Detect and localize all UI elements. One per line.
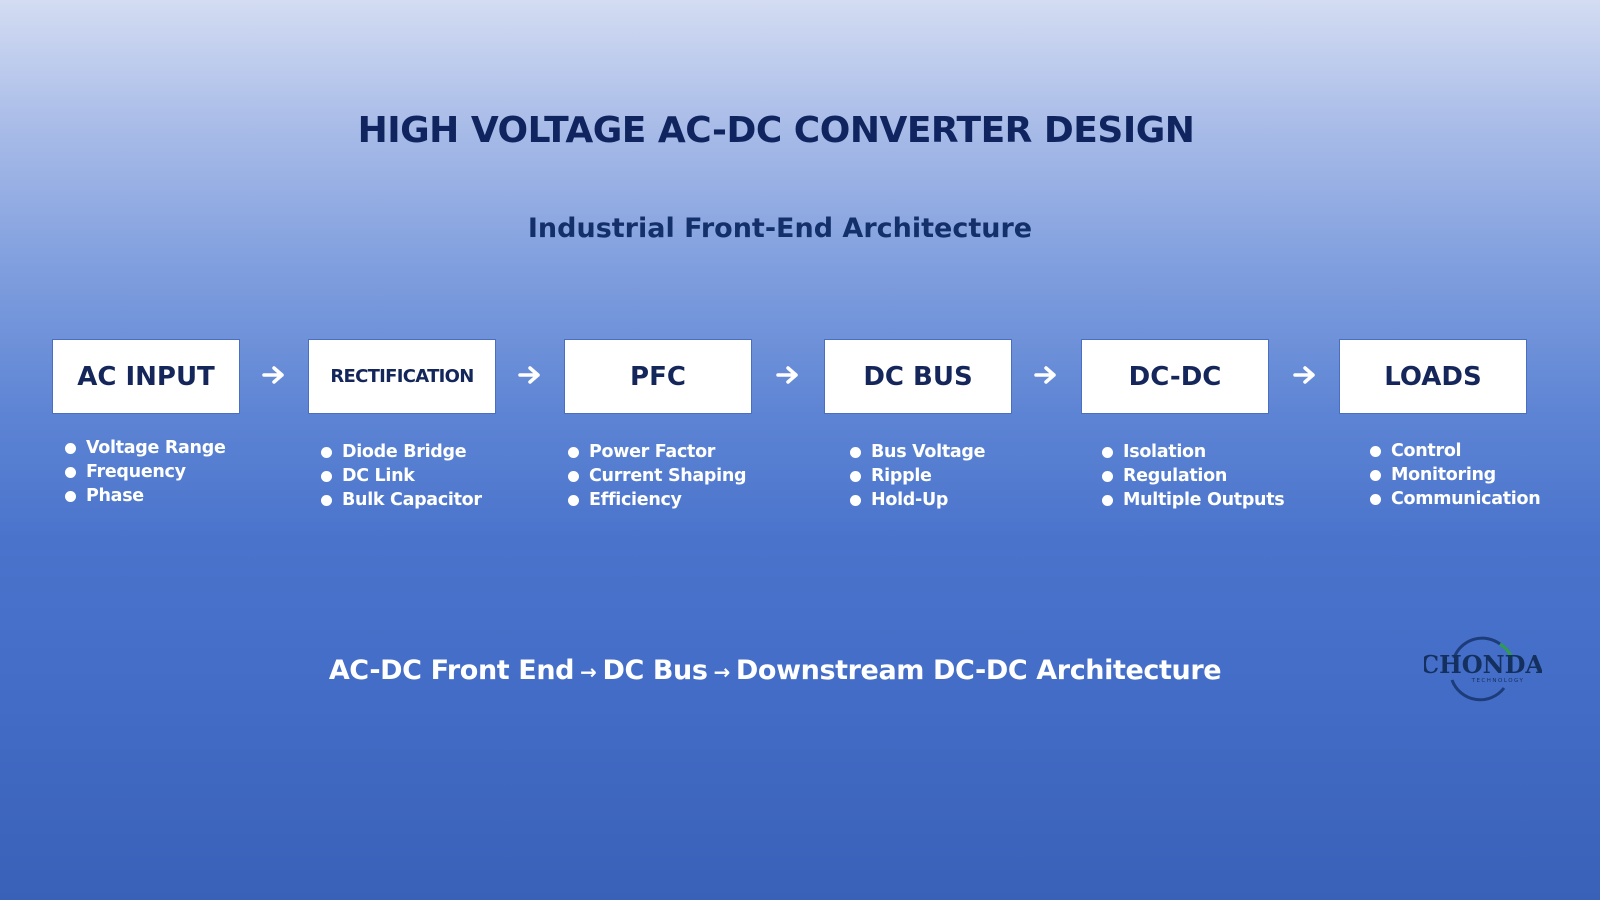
- list-item: Communication: [1370, 487, 1541, 511]
- flow-arrow-icon: [518, 366, 540, 384]
- flow-arrow-icon: [776, 366, 798, 384]
- svg-text:CHONDA: CHONDA: [1424, 650, 1542, 679]
- stage-box-pfc: PFC: [564, 339, 752, 414]
- stage-box-loads: LOADS: [1339, 339, 1527, 414]
- bullet-dot-icon: [1102, 471, 1113, 482]
- bullet-dot-icon: [1370, 470, 1381, 481]
- stage-bullets-dc-dc: Isolation Regulation Multiple Outputs: [1102, 440, 1285, 512]
- bullet-dot-icon: [1370, 494, 1381, 505]
- bullet-dot-icon: [1370, 446, 1381, 457]
- list-item: Power Factor: [568, 440, 746, 464]
- bullet-dot-icon: [568, 495, 579, 506]
- svg-text:TECHNOLOGY: TECHNOLOGY: [1471, 678, 1525, 684]
- flow-arrow-icon: [1034, 366, 1056, 384]
- architecture-flow-caption: AC-DC Front End→DC Bus→Downstream DC-DC …: [328, 655, 1222, 686]
- list-item: DC Link: [321, 464, 482, 488]
- bullet-dot-icon: [1102, 495, 1113, 506]
- bullet-dot-icon: [850, 447, 861, 458]
- stage-bullets-loads: Control Monitoring Communication: [1370, 439, 1541, 511]
- list-item: Voltage Range: [65, 436, 226, 460]
- list-item: Current Shaping: [568, 464, 747, 488]
- list-item: Efficiency: [568, 488, 746, 512]
- flow-separator-icon: →: [713, 660, 731, 684]
- flow-arrow-icon: [1293, 366, 1315, 384]
- list-item: Isolation: [1102, 440, 1284, 464]
- bullet-dot-icon: [65, 443, 76, 454]
- list-item: Bus Voltage: [850, 440, 985, 464]
- list-item: Diode Bridge: [321, 440, 482, 464]
- stage-bullets-pfc: Power Factor Current Shaping Efficiency: [568, 440, 747, 512]
- list-item: Monitoring: [1370, 463, 1540, 487]
- stage-box-dc-bus: DC BUS: [824, 339, 1012, 414]
- bullet-dot-icon: [321, 471, 332, 482]
- bullet-dot-icon: [65, 467, 76, 478]
- list-item: Control: [1370, 439, 1540, 463]
- bullet-dot-icon: [1102, 447, 1113, 458]
- bullet-dot-icon: [321, 495, 332, 506]
- stage-box-dc-dc: DC-DC: [1081, 339, 1269, 414]
- bullet-dot-icon: [850, 495, 861, 506]
- stage-box-ac-input: AC INPUT: [52, 339, 240, 414]
- flow-separator-icon: →: [580, 660, 597, 684]
- company-logo: CHONDA TECHNOLOGY: [1424, 636, 1542, 702]
- flow-arrow-icon: [262, 366, 284, 384]
- list-item: Regulation: [1102, 464, 1284, 488]
- bullet-dot-icon: [850, 471, 861, 482]
- bullet-dot-icon: [568, 471, 579, 482]
- bullet-dot-icon: [568, 447, 579, 458]
- list-item: Multiple Outputs: [1102, 488, 1285, 512]
- list-item: Hold-Up: [850, 488, 985, 512]
- page-subtitle: Industrial Front-End Architecture: [527, 213, 1033, 244]
- list-item: Frequency: [65, 460, 226, 484]
- list-item: Bulk Capacitor: [321, 488, 482, 512]
- stage-box-rectification: RECTIFICATION: [308, 339, 496, 414]
- bullet-dot-icon: [65, 491, 76, 502]
- list-item: Phase: [65, 484, 226, 508]
- bullet-dot-icon: [321, 447, 332, 458]
- stage-bullets-rectification: Diode Bridge DC Link Bulk Capacitor: [321, 440, 482, 512]
- list-item: Ripple: [850, 464, 985, 488]
- stage-bullets-ac-input: Voltage Range Frequency Phase: [65, 436, 226, 508]
- stage-bullets-dc-bus: Bus Voltage Ripple Hold-Up: [850, 440, 985, 512]
- page-title: HIGH VOLTAGE AC-DC CONVERTER DESIGN: [357, 110, 1195, 151]
